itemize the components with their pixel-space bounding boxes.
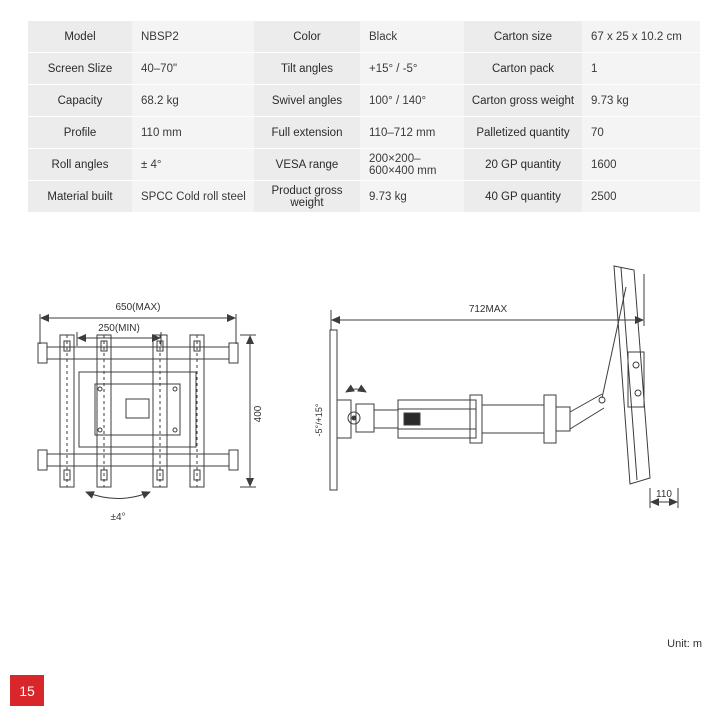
spec-value: Black xyxy=(360,21,464,52)
spec-label: Color xyxy=(254,21,360,52)
dim-712-max: 712MAX xyxy=(330,274,645,336)
spec-label: Palletized quantity xyxy=(464,117,582,148)
spec-value: 9.73 kg xyxy=(582,85,700,116)
spec-label: Profile xyxy=(28,117,132,148)
spec-value: SPCC Cold roll steel xyxy=(132,181,254,212)
bottom-crossbar xyxy=(37,449,239,471)
tv-rails xyxy=(59,334,205,488)
spec-label: Tilt angles xyxy=(254,53,360,84)
dim-650-max: 650(MAX) xyxy=(39,302,237,344)
spec-value: 1 xyxy=(582,53,700,84)
spec-value: +15° / -5° xyxy=(360,53,464,84)
spec-value: 40–70" xyxy=(132,53,254,84)
dim-650-label: 650(MAX) xyxy=(115,302,160,313)
spec-label: VESA range xyxy=(254,149,360,180)
spec-label: 40 GP quantity xyxy=(464,181,582,212)
spec-value: 110–712 mm xyxy=(360,117,464,148)
dim-110-label: 110 xyxy=(656,489,672,500)
spec-label: Model xyxy=(28,21,132,52)
spec-value: 1600 xyxy=(582,149,700,180)
spec-value: 200×200–600×400 mm xyxy=(360,149,464,180)
extension-arm xyxy=(373,393,606,444)
dim-712-label: 712MAX xyxy=(469,304,508,315)
spec-label: Screen Slize xyxy=(28,53,132,84)
spec-value: 68.2 kg xyxy=(132,85,254,116)
spec-label: 20 GP quantity xyxy=(464,149,582,180)
spec-value: 100° / 140° xyxy=(360,85,464,116)
unit-label: Unit: m xyxy=(667,638,702,650)
dim-110: 110 xyxy=(649,488,679,508)
spec-label: Product gross weight xyxy=(254,181,360,212)
spec-label: Carton pack xyxy=(464,53,582,84)
spec-label: Carton gross weight xyxy=(464,85,582,116)
spec-value: 9.73 kg xyxy=(360,181,464,212)
spec-value: 2500 xyxy=(582,181,700,212)
dim-400-label: 400 xyxy=(253,405,264,422)
spec-label: Material built xyxy=(28,181,132,212)
top-crossbar xyxy=(37,342,239,364)
brand-logo-mark xyxy=(403,412,421,426)
dim-250-label: 250(MIN) xyxy=(98,323,140,334)
side-view-drawing: 712MAX -5°/+15° xyxy=(314,265,679,508)
dim-roll-label: ±4° xyxy=(110,512,125,523)
spec-value: ± 4° xyxy=(132,149,254,180)
spec-value: 67 x 25 x 10.2 cm xyxy=(582,21,700,52)
front-view-drawing: 650(MAX) 250(MIN) xyxy=(37,302,264,523)
spec-label: Capacity xyxy=(28,85,132,116)
spec-label: Full extension xyxy=(254,117,360,148)
dim-250-min: 250(MIN) xyxy=(76,323,162,346)
spec-label: Roll angles xyxy=(28,149,132,180)
spec-label: Carton size xyxy=(464,21,582,52)
spec-value: 110 mm xyxy=(132,117,254,148)
wall-plate-front xyxy=(78,371,197,448)
dim-400: 400 xyxy=(240,334,264,488)
spec-table: Model NBSP2 Color Black Carton size 67 x… xyxy=(28,21,700,212)
pivot-joint xyxy=(336,384,375,439)
wall-plate-side xyxy=(329,329,338,491)
roll-angle-arc: ±4° xyxy=(85,491,151,523)
spec-label: Swivel angles xyxy=(254,85,360,116)
spec-value: 70 xyxy=(582,117,700,148)
drawings-svg: 650(MAX) 250(MIN) xyxy=(37,265,679,523)
page-number-badge: 15 xyxy=(10,675,44,706)
tv-panel-side xyxy=(601,265,651,485)
dim-tilt-label: -5°/+15° xyxy=(314,403,324,436)
spec-value: NBSP2 xyxy=(132,21,254,52)
technical-drawings: 650(MAX) 250(MIN) xyxy=(0,252,716,652)
